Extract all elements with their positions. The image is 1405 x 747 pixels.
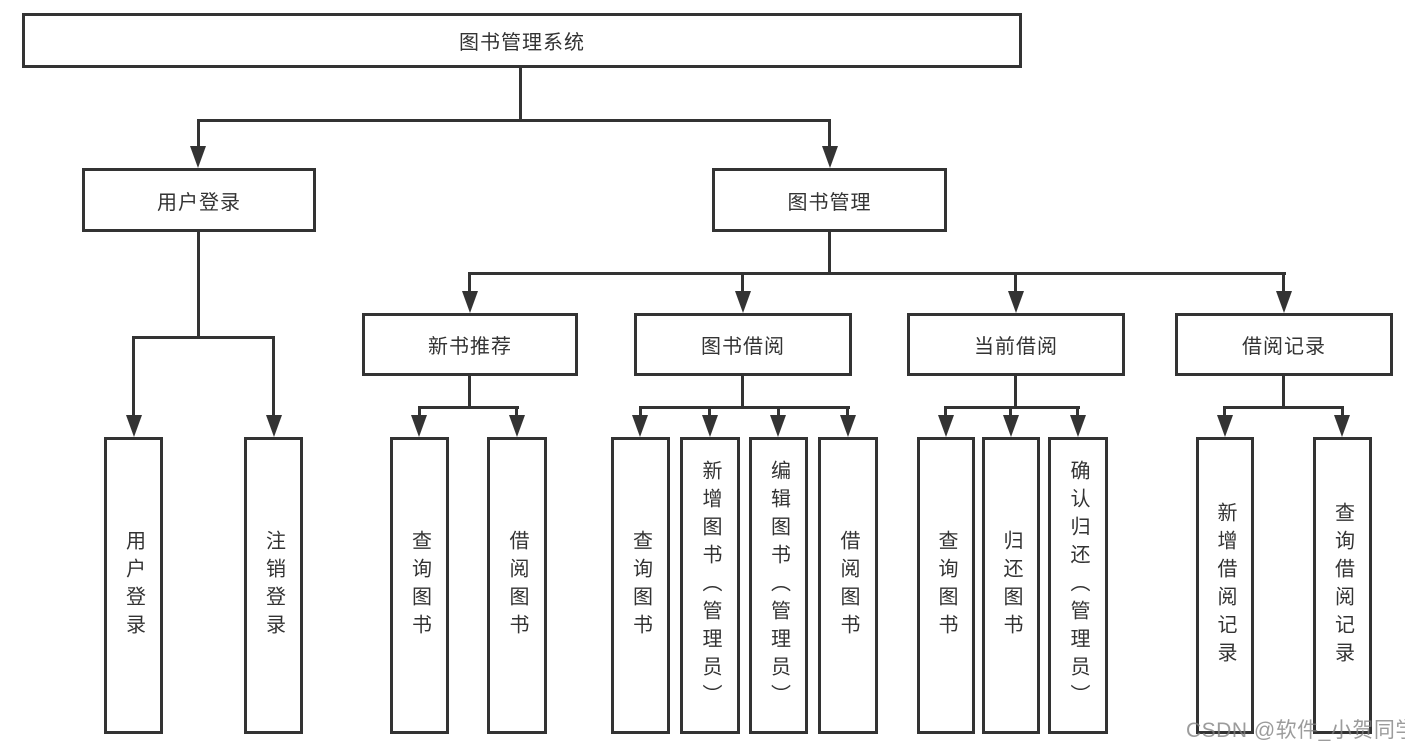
leaf-add-books-admin-label: 新增图书（管理员） (699, 459, 721, 712)
edge-line (1341, 406, 1344, 417)
node-book-management-label: 图书管理 (787, 191, 872, 214)
arrow-down-icon (840, 415, 856, 437)
arrow-down-icon (770, 415, 786, 437)
edge-line (132, 336, 135, 419)
edge-book-borrow-stem (741, 376, 744, 408)
leaf-confirm-return-admin-label: 确认归还（管理员） (1067, 459, 1089, 712)
edge-line (828, 119, 831, 150)
node-borrowing-records-label: 借阅记录 (1242, 336, 1326, 358)
edge-line (777, 406, 780, 417)
node-current-borrowing: 当前借阅 (907, 313, 1125, 376)
leaf-logout-label: 注销登录 (262, 529, 285, 642)
edge-book-mgmt-branch (468, 272, 1286, 275)
node-book-borrowing: 图书借阅 (634, 313, 852, 376)
edge-root-stem (519, 68, 522, 120)
edge-user-login-stem (197, 232, 200, 339)
leaf-borrow-books-borrowing: 借阅图书 (818, 437, 878, 734)
leaf-query-books-recommend-label: 查询图书 (408, 529, 431, 642)
edge-line (944, 406, 947, 417)
arrow-down-icon (938, 415, 954, 437)
edge-line (708, 406, 711, 417)
arrow-down-icon (126, 415, 142, 437)
arrow-down-icon (1276, 291, 1292, 313)
leaf-logout: 注销登录 (244, 437, 303, 734)
leaf-add-borrow-record: 新增借阅记录 (1196, 437, 1254, 734)
arrow-down-icon (735, 291, 751, 313)
edge-borrow-records-stem (1282, 376, 1285, 408)
arrow-down-icon (1334, 415, 1350, 437)
edge-line (741, 272, 744, 293)
leaf-edit-books-admin-label: 编辑图书（管理员） (767, 459, 790, 712)
edge-book-borrow-branch (639, 406, 850, 409)
node-new-book-recommend-label: 新书推荐 (428, 336, 512, 358)
node-book-management: 图书管理 (712, 168, 947, 232)
edge-line (1014, 272, 1017, 293)
edge-line (515, 406, 518, 417)
edge-line (272, 336, 275, 419)
arrow-down-icon (190, 146, 206, 168)
arrow-down-icon (1003, 415, 1019, 437)
leaf-query-books-borrowing-label: 查询图书 (629, 529, 652, 642)
edge-line (1009, 406, 1012, 417)
arrow-down-icon (411, 415, 427, 437)
edge-new-book-branch (418, 406, 519, 409)
node-book-borrowing-label: 图书借阅 (701, 336, 785, 358)
node-new-book-recommend: 新书推荐 (362, 313, 578, 376)
leaf-return-books: 归还图书 (982, 437, 1040, 734)
node-user-login-label: 用户登录 (157, 191, 241, 214)
leaf-edit-books-admin: 编辑图书（管理员） (749, 437, 808, 734)
arrow-down-icon (632, 415, 648, 437)
edge-line (1282, 272, 1285, 293)
node-library-system: 图书管理系统 (22, 13, 1022, 68)
arrow-down-icon (1008, 291, 1024, 313)
arrow-down-icon (462, 291, 478, 313)
arrow-down-icon (822, 146, 838, 168)
leaf-query-books-borrowing: 查询图书 (611, 437, 670, 734)
edge-new-book-stem (468, 376, 471, 408)
node-user-login: 用户登录 (82, 168, 316, 232)
edge-line (468, 272, 471, 293)
node-borrowing-records: 借阅记录 (1175, 313, 1393, 376)
leaf-borrow-books-borrowing-label: 借阅图书 (837, 529, 859, 642)
edge-line (197, 119, 200, 150)
leaf-query-borrow-record: 查询借阅记录 (1313, 437, 1372, 734)
edge-line (639, 406, 642, 417)
arrow-down-icon (266, 415, 282, 437)
node-current-borrowing-label: 当前借阅 (974, 336, 1058, 358)
edge-user-login-branch (132, 336, 275, 339)
edge-current-borrow-stem (1014, 376, 1017, 408)
leaf-add-borrow-record-label: 新增借阅记录 (1214, 501, 1236, 670)
leaf-user-login-label: 用户登录 (122, 529, 145, 642)
edge-line (846, 406, 849, 417)
leaf-user-login: 用户登录 (104, 437, 163, 734)
edge-line (1076, 406, 1079, 417)
leaf-query-borrow-record-label: 查询借阅记录 (1331, 501, 1354, 670)
leaf-confirm-return-admin: 确认归还（管理员） (1048, 437, 1108, 734)
leaf-query-books-current: 查询图书 (917, 437, 975, 734)
leaf-add-books-admin: 新增图书（管理员） (680, 437, 740, 734)
arrow-down-icon (1217, 415, 1233, 437)
node-library-system-label: 图书管理系统 (459, 32, 585, 54)
leaf-query-books-current-label: 查询图书 (935, 529, 957, 642)
edge-line (1223, 406, 1226, 417)
leaf-borrow-books-recommend: 借阅图书 (487, 437, 547, 734)
arrow-down-icon (702, 415, 718, 437)
leaf-query-books-recommend: 查询图书 (390, 437, 449, 734)
edge-line (418, 406, 421, 417)
edge-borrow-records-branch (1223, 406, 1344, 409)
edge-book-mgmt-stem (828, 232, 831, 274)
edge-root-branch (197, 119, 831, 122)
leaf-return-books-label: 归还图书 (1000, 529, 1022, 642)
csdn-watermark: CSDN @软件_小贺同学 (1186, 719, 1405, 742)
arrow-down-icon (1070, 415, 1086, 437)
edge-current-borrow-branch (944, 406, 1080, 409)
arrow-down-icon (509, 415, 525, 437)
leaf-borrow-books-recommend-label: 借阅图书 (506, 529, 528, 642)
